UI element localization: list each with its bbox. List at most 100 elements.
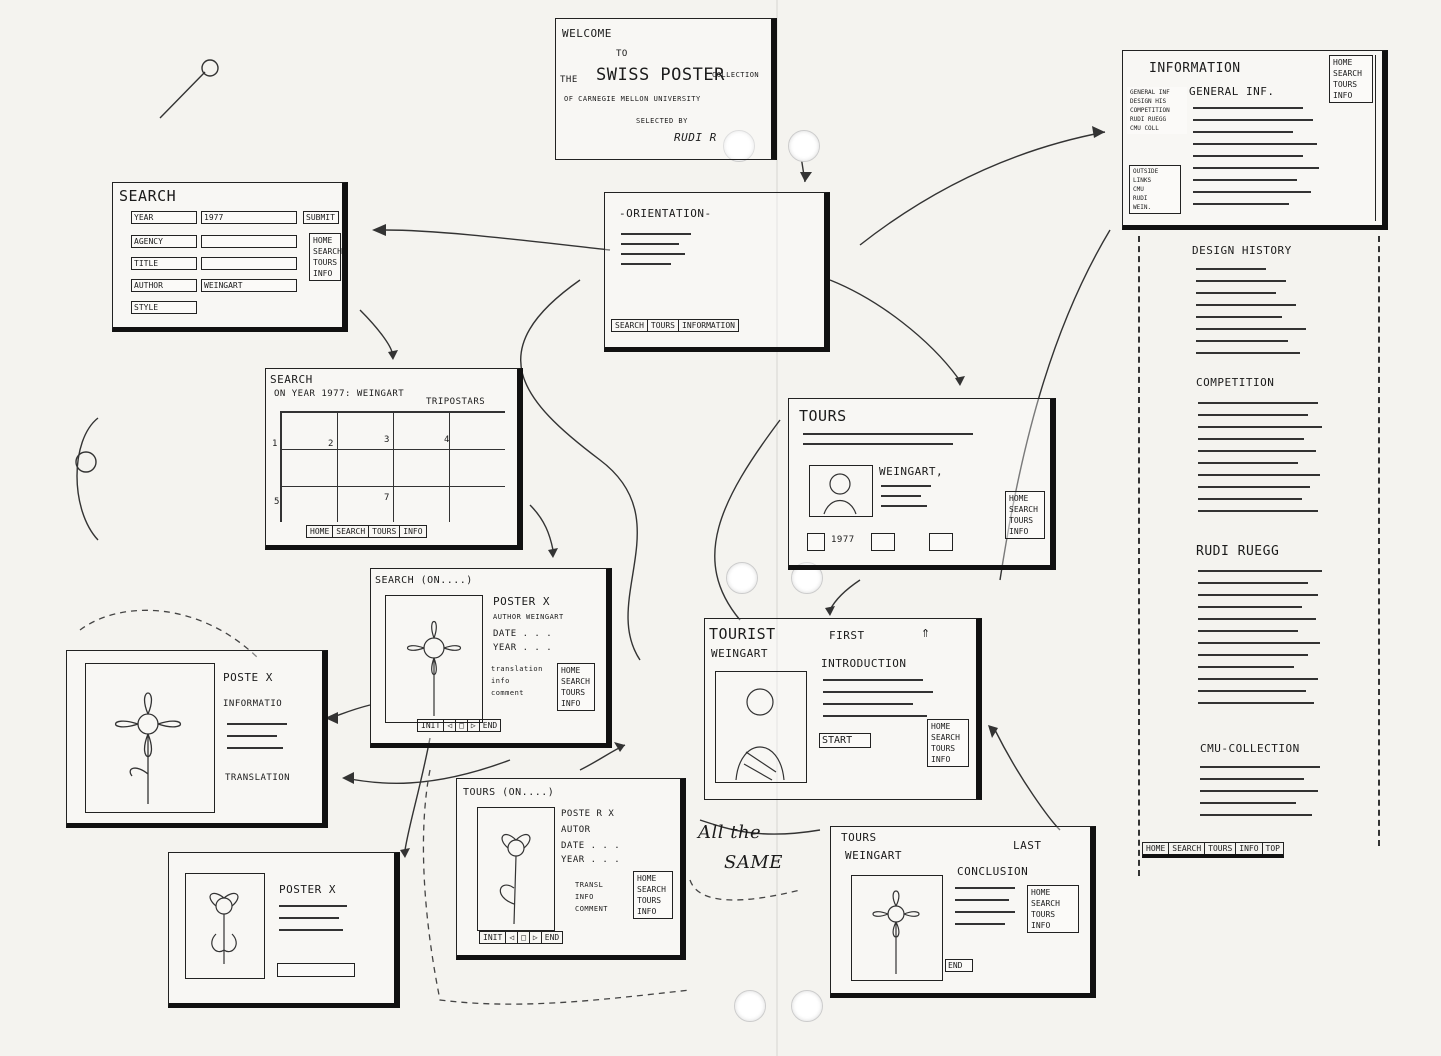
nav-tours[interactable]: TOURS (369, 526, 401, 537)
author-input[interactable]: WEINGART (201, 279, 297, 292)
nav-search[interactable]: SEARCH (333, 526, 370, 537)
link-cmu[interactable]: CMU (1133, 186, 1144, 193)
agency-dropdown[interactable]: AGENCY (131, 235, 197, 248)
nav-home[interactable]: HOME (931, 722, 951, 731)
tours-button[interactable]: TOURS (648, 320, 679, 331)
nav-search[interactable]: SEARCH (931, 733, 960, 742)
text-line (1200, 778, 1304, 780)
information-bottom-nav: HOME SEARCH TOURS INFO TOP (1142, 842, 1284, 858)
poster-image[interactable] (851, 875, 943, 981)
nav-tours[interactable]: TOURS (313, 258, 338, 267)
nav-home[interactable]: HOME (561, 666, 581, 675)
option-info[interactable]: INFO (575, 893, 594, 901)
option-comment[interactable]: comment (491, 689, 525, 697)
stop-button[interactable]: □ (456, 720, 468, 731)
nav-home[interactable]: HOME (307, 526, 334, 537)
nav-info[interactable]: INFO (1236, 843, 1263, 854)
search-button[interactable]: SEARCH (612, 320, 648, 331)
tour-thumb[interactable] (929, 533, 953, 551)
nav-tours[interactable]: TOURS (1009, 516, 1034, 525)
author-dropdown[interactable]: AUTHOR (131, 279, 197, 292)
nav-info[interactable]: INFO (313, 269, 333, 278)
poster-image[interactable] (385, 595, 483, 723)
end-button[interactable]: END (945, 959, 973, 972)
menu-general[interactable]: GENERAL INF (1130, 89, 1170, 96)
year-input[interactable]: 1977 (201, 211, 297, 224)
agency-input[interactable] (201, 235, 297, 248)
link-rudi[interactable]: RUDI (1133, 195, 1148, 202)
menu-competition[interactable]: COMPETITION (1130, 107, 1170, 114)
tour-first-title: TOURIST (709, 625, 776, 643)
poster-image[interactable] (185, 873, 265, 979)
stop-button[interactable]: □ (518, 932, 530, 943)
nav-info[interactable]: INFO (1031, 921, 1051, 930)
nav-search[interactable]: SEARCH (637, 885, 666, 894)
end-button[interactable]: END (482, 721, 498, 730)
text-line (881, 485, 931, 487)
submit-button[interactable]: SUBMIT (303, 211, 339, 224)
prev-button[interactable]: ◁ (444, 720, 457, 731)
title-input[interactable] (201, 257, 297, 270)
nav-tours[interactable]: TOURS (1031, 910, 1056, 919)
nav-home[interactable]: HOME (313, 236, 333, 245)
nav-top[interactable]: TOP (1265, 844, 1280, 853)
nav-search[interactable]: SEARCH (313, 247, 342, 256)
tour-portrait[interactable] (809, 465, 873, 517)
link-weingart[interactable]: WEIN. (1133, 204, 1152, 211)
next-button[interactable]: ▷ (530, 932, 542, 943)
init-button[interactable]: INIT (480, 932, 507, 943)
nav-search[interactable]: SEARCH (561, 677, 590, 686)
tours-last-title: TOURS (841, 831, 877, 844)
nav-tours[interactable]: TOURS (1333, 80, 1358, 89)
next-button[interactable]: ▷ (468, 720, 480, 731)
nav-home[interactable]: HOME (1333, 58, 1353, 67)
start-button[interactable]: START (819, 733, 871, 748)
information-button[interactable]: INFORMATION (682, 321, 735, 330)
nav-info[interactable]: INFO (931, 755, 951, 764)
nav-search[interactable]: SEARCH (1009, 505, 1038, 514)
nav-search[interactable]: SEARCH (1169, 843, 1206, 854)
year-dropdown[interactable]: YEAR (131, 211, 197, 224)
tour-thumb[interactable] (871, 533, 895, 551)
nav-home[interactable]: HOME (1143, 843, 1170, 854)
welcome-collection: COLLECTION (712, 71, 760, 79)
nav-info[interactable]: INFO (637, 907, 657, 916)
tour-thumb[interactable] (807, 533, 825, 551)
up-arrow-icon[interactable]: ⇑ (921, 623, 931, 641)
option-translation[interactable]: translation (491, 665, 543, 673)
nav-tours[interactable]: TOURS (637, 896, 662, 905)
info-translation[interactable]: TRANSLATION (225, 773, 291, 783)
nav-tours[interactable]: TOURS (561, 688, 586, 697)
title-dropdown[interactable]: TITLE (131, 257, 197, 270)
text-line (1198, 606, 1302, 608)
prev-button[interactable]: ◁ (506, 932, 519, 943)
init-button[interactable]: INIT (418, 720, 445, 731)
nav-info[interactable]: INFO (1333, 91, 1353, 100)
tours-on-year: YEAR . . . (561, 855, 621, 865)
nav-info[interactable]: INFO (561, 699, 581, 708)
poster-image[interactable] (477, 807, 555, 931)
information-nav: HOME SEARCH TOURS INFO (1329, 55, 1373, 103)
text-line (1198, 702, 1314, 704)
nav-tours[interactable]: TOURS (1205, 843, 1237, 854)
option-comment[interactable]: COMMENT (575, 905, 609, 913)
nav-home[interactable]: HOME (637, 874, 657, 883)
nav-tours[interactable]: TOURS (931, 744, 956, 753)
nav-search[interactable]: SEARCH (1333, 69, 1362, 78)
option-translation[interactable]: TRANSL (575, 881, 604, 889)
poster-image[interactable] (85, 663, 215, 813)
tour-portrait[interactable] (715, 671, 807, 783)
end-button[interactable]: END (544, 933, 560, 942)
nav-home[interactable]: HOME (1009, 494, 1029, 503)
nav-info[interactable]: INFO (403, 527, 423, 536)
menu-rudi-ruegg[interactable]: RUDI RUEGG (1130, 116, 1167, 123)
nav-info[interactable]: INFO (1009, 527, 1029, 536)
menu-design-history[interactable]: DESIGN HIS (1130, 98, 1167, 105)
style-dropdown[interactable]: STYLE (131, 301, 197, 314)
information-scrollbar[interactable] (1375, 55, 1382, 221)
nav-search[interactable]: SEARCH (1031, 899, 1060, 908)
nav-home[interactable]: HOME (1031, 888, 1051, 897)
option-info[interactable]: info (491, 677, 510, 685)
menu-cmu-collection[interactable]: CMU COLL (1130, 125, 1159, 132)
comment-field[interactable] (277, 963, 355, 977)
